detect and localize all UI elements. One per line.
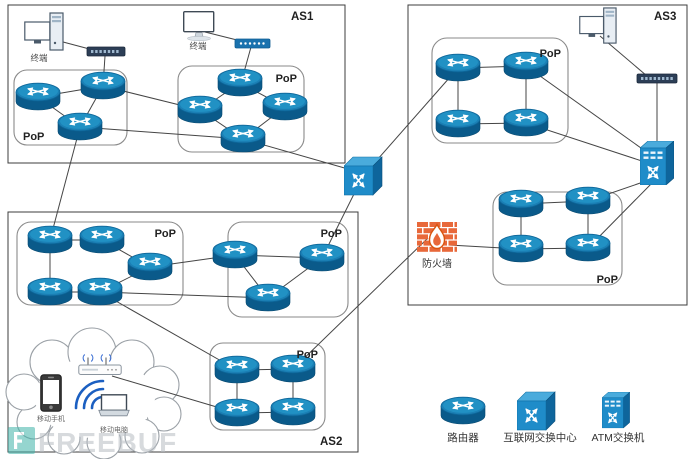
smartphone-icon <box>40 374 62 412</box>
legend-exchange-label: 互联网交换中心 <box>503 431 577 444</box>
pop-label: PoP <box>321 228 342 240</box>
router-icon <box>128 253 172 280</box>
as1-label: AS1 <box>291 11 314 23</box>
legend-router-label: 路由器 <box>447 431 479 444</box>
router-icon <box>28 226 72 253</box>
atm-switch-icon <box>602 392 630 428</box>
router-icon <box>215 399 259 426</box>
router-icon <box>221 125 265 152</box>
lan-switch-icon <box>234 38 271 49</box>
router-icon <box>504 109 548 136</box>
link <box>99 291 269 299</box>
router-icon <box>213 241 257 268</box>
pop-label: PoP <box>540 48 561 60</box>
legend-atm-label: ATM交换机 <box>592 431 645 444</box>
link <box>49 126 81 241</box>
router-icon <box>58 113 102 140</box>
router-icon <box>436 110 480 137</box>
atm-switch-icon <box>640 141 674 185</box>
router-icon <box>28 278 72 305</box>
as2-label: AS2 <box>320 436 342 448</box>
router-icon <box>441 397 485 424</box>
pop-label: PoP <box>597 274 618 286</box>
mobile-phone-label: 移动手机 <box>37 414 65 423</box>
router-icon <box>178 96 222 123</box>
link <box>79 126 244 140</box>
router-icon <box>499 235 543 262</box>
router-icon <box>81 72 125 99</box>
pop-label: PoP <box>155 228 176 240</box>
router-icon <box>263 93 307 120</box>
router-icon <box>16 83 60 110</box>
mobile-laptop-label: 移动电脑 <box>100 425 128 434</box>
internet-exchange-icon <box>344 157 382 195</box>
firewall-icon <box>417 222 457 252</box>
router-icon <box>218 69 262 96</box>
lan-switch-icon <box>636 73 678 84</box>
router-icon <box>78 278 122 305</box>
router-icon <box>80 226 124 253</box>
as3-label: AS3 <box>654 11 676 23</box>
link <box>292 237 429 370</box>
link <box>376 67 459 161</box>
watermark-text: FREEBUF <box>38 427 177 458</box>
router-icon <box>566 187 610 214</box>
watermark: FREEBUF <box>8 427 177 458</box>
router-icon <box>566 234 610 261</box>
firewall-label: 防火墙 <box>422 257 452 270</box>
terminal-pc-label: 终端 <box>30 53 48 63</box>
lan-switch-icon <box>86 46 126 57</box>
router-icon <box>271 398 315 425</box>
link <box>525 65 649 154</box>
router-icon <box>436 54 480 81</box>
router-icon <box>499 190 543 217</box>
router-icon <box>215 356 259 383</box>
internet-exchange-icon <box>517 392 555 430</box>
router-icon <box>300 244 344 271</box>
cloud-icon <box>5 327 182 459</box>
laptop-icon <box>98 394 130 417</box>
link <box>99 291 238 371</box>
pop-label: PoP <box>297 349 318 361</box>
legend: 路由器 互联网交换中心 ATM交换机 <box>441 392 645 444</box>
pop-label: PoP <box>23 131 44 143</box>
terminal-monitor-label: 终端 <box>189 41 207 51</box>
router-icon <box>246 284 290 311</box>
pop-label: PoP <box>276 73 297 85</box>
